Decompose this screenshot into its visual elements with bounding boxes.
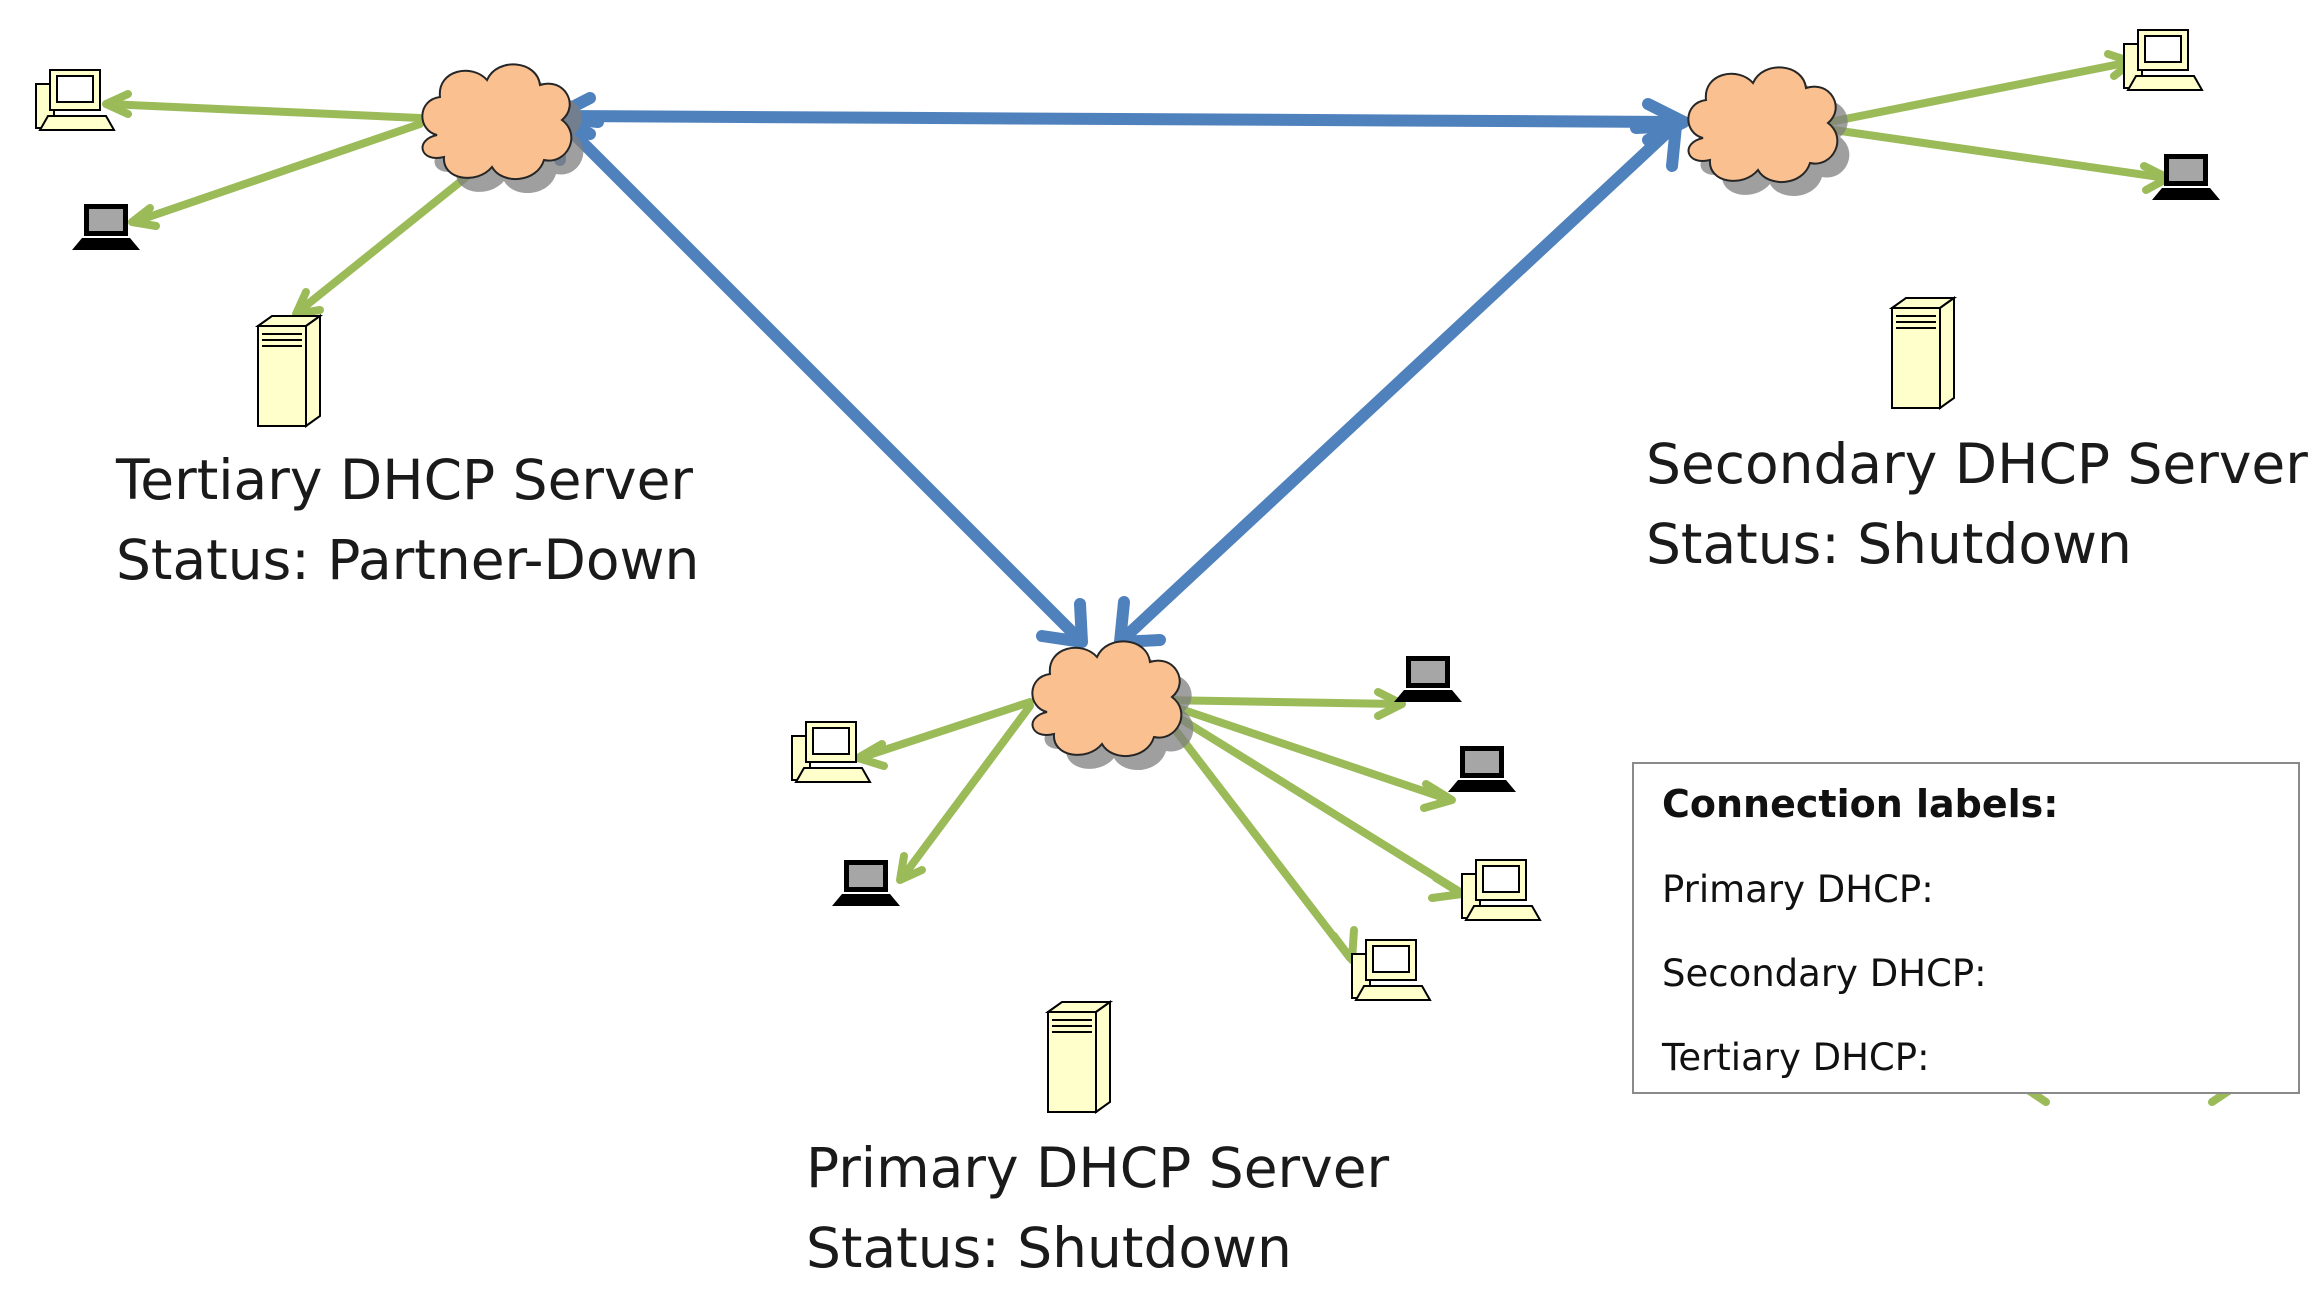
desktop-computer-icon — [35, 69, 115, 131]
desktop-computer-icon — [2123, 29, 2203, 91]
backbone-link-secondary-primary — [1116, 122, 1678, 646]
secondary-server-name: Secondary DHCP Server — [1646, 432, 2308, 496]
legend-label-primary: Primary DHCP: — [1662, 868, 1934, 911]
server-tower-icon — [1891, 297, 1955, 409]
backbone-links — [549, 92, 1690, 648]
laptop-icon — [832, 860, 900, 906]
laptop-icon — [1448, 746, 1516, 792]
backbone-link-tertiary-primary — [554, 114, 1086, 646]
tertiary-server-label: Tertiary DHCP Server Status: Partner-Dow… — [116, 440, 699, 600]
legend-label-tertiary: Tertiary DHCP: — [1662, 1036, 1930, 1079]
backbone-link-tertiary-secondary — [554, 110, 1686, 128]
secondary-server-label: Secondary DHCP Server Status: Shutdown — [1646, 424, 2308, 584]
desktop-computer-icon — [791, 721, 871, 783]
tertiary-server-status: Status: Partner-Down — [116, 528, 700, 592]
legend: Connection labels: Primary DHCP: Seconda… — [1632, 762, 2300, 1094]
legend-label-secondary: Secondary DHCP: — [1662, 952, 1987, 995]
desktop-computer-icon — [1351, 939, 1431, 1001]
server-tower-icon — [257, 315, 321, 427]
laptop-icon — [72, 204, 140, 250]
laptop-icon — [1394, 656, 1462, 702]
cloud-icon — [1687, 66, 1850, 197]
arrowhead — [1630, 120, 1682, 172]
tertiary-server-name: Tertiary DHCP Server — [116, 448, 694, 512]
primary-server-status: Status: Shutdown — [806, 1216, 1292, 1280]
arrowhead — [1036, 598, 1088, 648]
primary-server-name: Primary DHCP Server — [806, 1136, 1390, 1200]
cloud-icon — [1031, 640, 1194, 771]
client-links — [102, 50, 2172, 964]
secondary-server-status: Status: Shutdown — [1646, 512, 2132, 576]
desktop-computer-icon — [1461, 859, 1541, 921]
cloud-icon — [421, 63, 584, 194]
server-tower-icon — [1047, 1001, 1111, 1113]
primary-server-label: Primary DHCP Server Status: Shutdown — [806, 1128, 1389, 1288]
legend-title: Connection labels: — [1662, 782, 2059, 826]
